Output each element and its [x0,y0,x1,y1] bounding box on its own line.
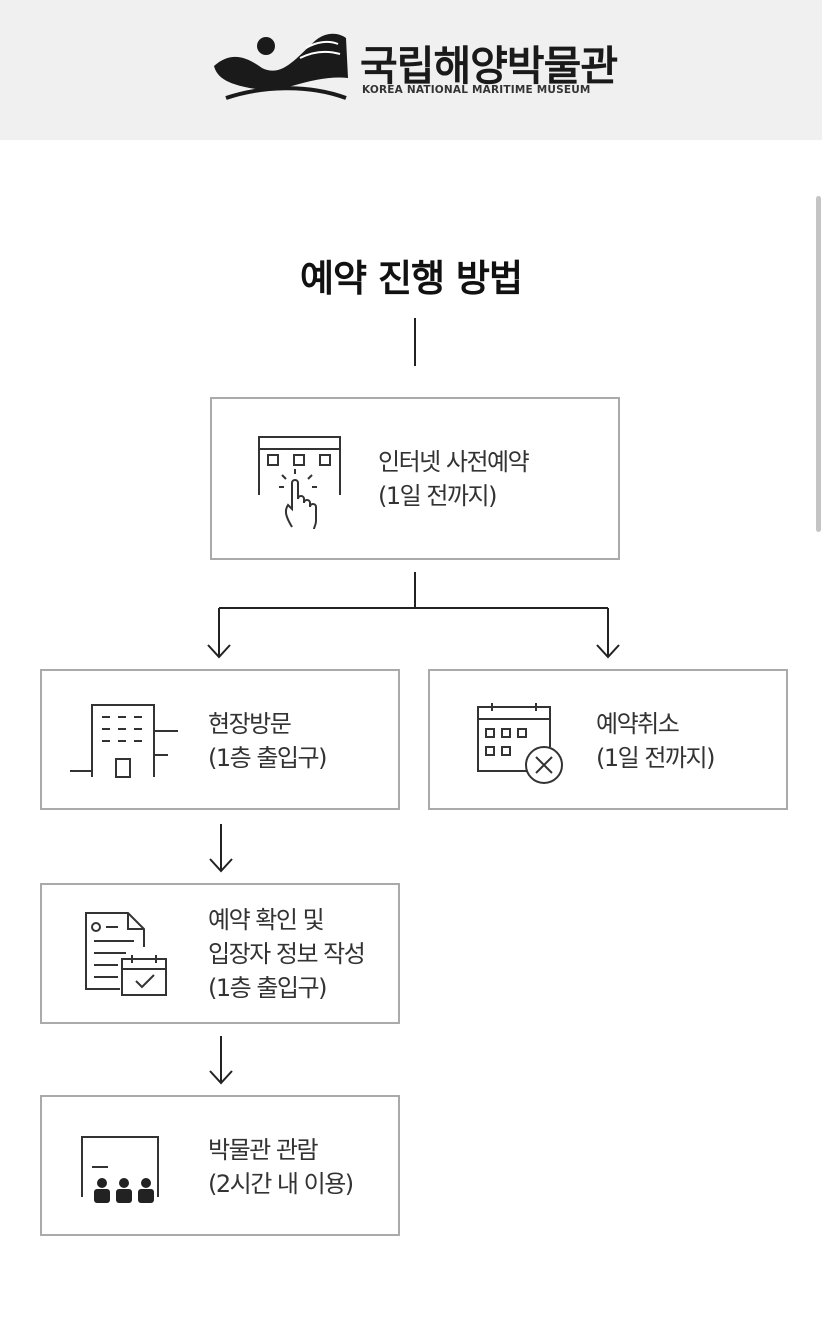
calendar-cancel-icon [477,703,563,784]
step-visit-title: 박물관 관람 [208,1136,319,1164]
step-online-note: (1일 전까지) [378,482,497,510]
step-onsite-title: 현장방문 [208,710,292,738]
step-confirm-note: (1층 출입구) [208,974,327,1002]
step-onsite-note: (1층 출입구) [208,744,327,772]
page-title: 예약 진행 방법 [299,257,523,300]
step-visit-note: (2시간 내 이용) [208,1170,354,1198]
step-confirm-subtitle: 입장자 정보 작성 [208,940,366,968]
touch-screen-icon [258,436,341,530]
museum-logo[interactable]: 국립해양박물관 KOREA NATIONAL MARITIME MUSEUM [212,28,622,108]
audience-board-icon [81,1136,159,1203]
building-icon [70,704,178,778]
title-connector-line [414,318,416,366]
document-calendar-icon [85,912,167,996]
step-confirm-title: 예약 확인 및 [208,906,325,934]
step-onsite-visit: 현장방문 (1층 출입구) [40,669,400,810]
step-museum-visit: 박물관 관람 (2시간 내 이용) [40,1095,400,1236]
logo-korean-text: 국립해양박물관 [360,42,618,90]
logo-english-text: KOREA NATIONAL MARITIME MUSEUM [362,84,591,96]
scrollbar[interactable] [816,196,821,532]
step-cancel-note: (1일 전까지) [596,744,715,772]
wave-logo-icon [214,33,348,100]
step-confirm-info: 예약 확인 및 입장자 정보 작성 (1층 출입구) [40,883,400,1024]
step-cancel-reservation: 예약취소 (1일 전까지) [428,669,788,810]
step-online-title: 인터넷 사전예약 [378,448,530,476]
site-header: 국립해양박물관 KOREA NATIONAL MARITIME MUSEUM [0,0,822,140]
step-online-reservation: 인터넷 사전예약 (1일 전까지) [210,397,620,560]
step-cancel-title: 예약취소 [596,710,680,738]
